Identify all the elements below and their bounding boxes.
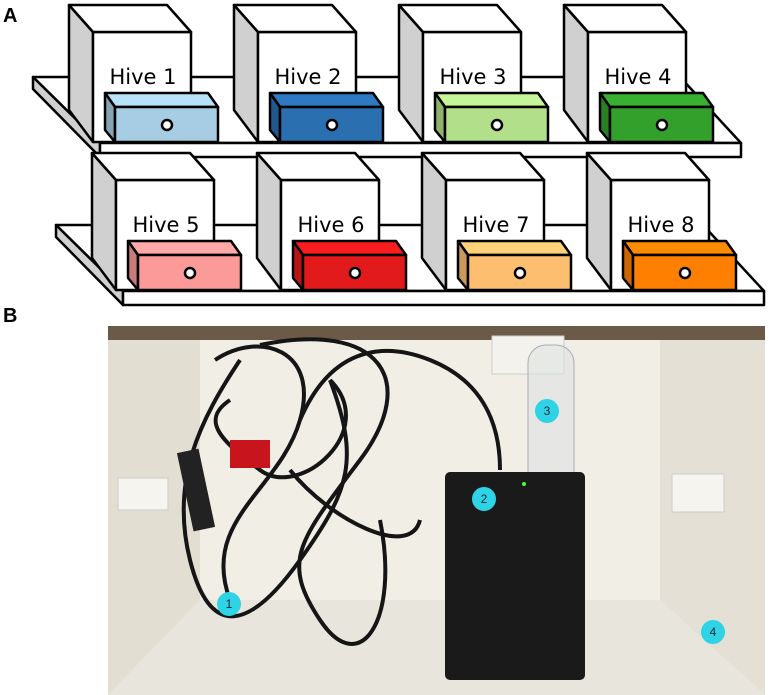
hive-top — [90, 151, 216, 182]
hive-label: Hive 1 — [109, 65, 176, 89]
entrance-hole — [325, 118, 339, 132]
right-bracket — [671, 473, 725, 513]
entrance-hole — [655, 118, 669, 132]
hive-label: Hive 5 — [132, 213, 199, 237]
marker-4-label: 4 — [710, 625, 717, 639]
hive-top — [232, 3, 358, 34]
shelf-row: Hive 5 Hive 6 Hive 7 Hive 8 — [54, 151, 766, 307]
drawer-top — [126, 239, 243, 257]
marker-3 — [535, 399, 559, 423]
hive-top — [420, 151, 546, 182]
red-tag — [230, 440, 270, 468]
hive-top — [562, 3, 688, 34]
entrance-hole — [513, 266, 527, 280]
black-device — [445, 472, 585, 680]
entrance-hole — [160, 118, 174, 132]
drawer-top — [456, 239, 573, 257]
drawer-top — [291, 239, 408, 257]
box-rim — [108, 326, 765, 340]
entrance-hole — [678, 266, 692, 280]
hive: Hive 5 — [90, 151, 243, 292]
marker-1 — [217, 592, 241, 616]
drawer-top — [598, 91, 715, 109]
marker-3-label: 3 — [544, 404, 551, 418]
hive-label: Hive 3 — [439, 65, 506, 89]
panel-label-b: B — [3, 305, 17, 327]
drawer-front — [631, 253, 738, 292]
shelf-row: Hive 1 Hive 2 Hive 3 Hive 4 — [31, 3, 743, 159]
marker-2-label: 2 — [481, 492, 488, 506]
hive-top — [255, 151, 381, 182]
hive-top — [397, 3, 523, 34]
status-led — [522, 482, 526, 486]
left-bracket — [117, 477, 169, 511]
hive: Hive 6 — [255, 151, 408, 292]
hive: Hive 7 — [420, 151, 573, 292]
drawer-top — [268, 91, 385, 109]
drawer-front — [466, 253, 573, 292]
marker-2 — [472, 487, 496, 511]
shelf-front — [121, 289, 766, 307]
hive-label: Hive 6 — [297, 213, 364, 237]
box-floor — [108, 600, 765, 695]
hive-label: Hive 4 — [604, 65, 671, 89]
hive-interior-photo: 1 2 3 4 — [108, 326, 765, 695]
drawer-top — [433, 91, 550, 109]
hive: Hive 8 — [585, 151, 738, 292]
entrance-hole — [348, 266, 362, 280]
hive-top — [585, 151, 711, 182]
usb-plug — [176, 448, 216, 532]
panel-label-a: A — [3, 5, 17, 27]
hive: Hive 2 — [232, 3, 385, 144]
drawer-top — [103, 91, 220, 109]
marker-4 — [701, 620, 725, 644]
hive-top — [67, 3, 193, 34]
hive: Hive 3 — [397, 3, 550, 144]
entrance-hole — [490, 118, 504, 132]
entrance-hole — [183, 266, 197, 280]
marker-1-label: 1 — [226, 597, 233, 611]
hive: Hive 4 — [562, 3, 715, 144]
hive: Hive 1 — [67, 3, 220, 144]
box-left-wall — [108, 330, 200, 695]
box-back-wall — [200, 340, 660, 600]
hive-label: Hive 8 — [627, 213, 694, 237]
drawer-top — [621, 239, 738, 257]
hive-label: Hive 2 — [274, 65, 341, 89]
hive-label: Hive 7 — [462, 213, 529, 237]
